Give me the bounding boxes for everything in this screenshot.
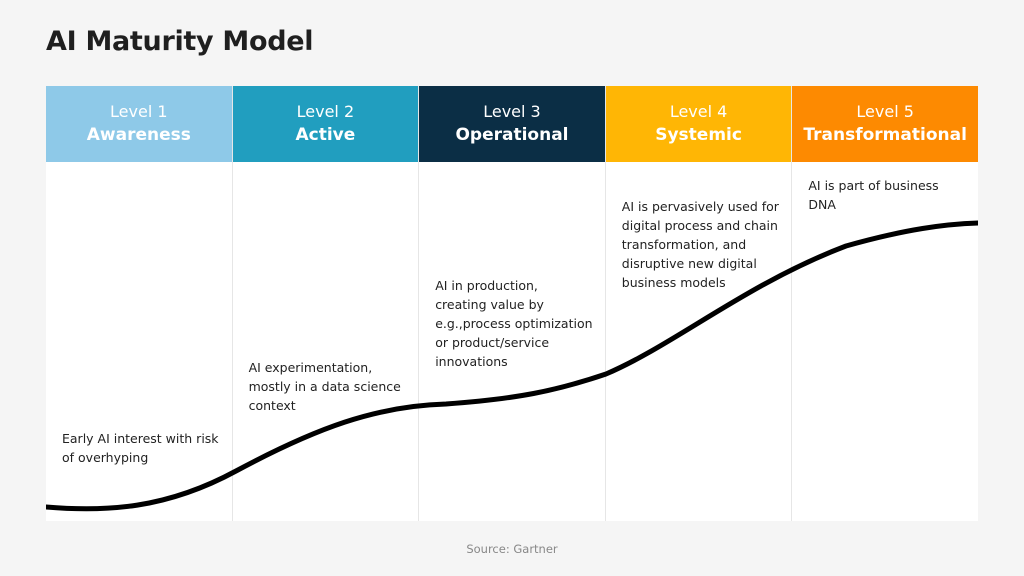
level-description: AI in production, creating value by e.g.… [435,278,593,369]
level-header-2: Level 2 Active [232,86,419,162]
level-description: AI is pervasively used for digital proce… [621,199,779,290]
level-column-3: Level 3 Operational AI in production, cr… [419,86,606,521]
level-name: Systemic [655,125,742,145]
level-column-1: Level 1 Awareness Early AI interest with… [46,86,233,521]
level-description: AI is part of business DNA [808,178,939,212]
level-header-1: Level 1 Awareness [46,86,232,162]
level-column-4: Level 4 Systemic AI is pervasively used … [605,86,793,521]
level-column-2: Level 2 Active AI experimentation, mostl… [232,86,420,521]
level-name: Operational [455,125,569,145]
level-number: Level 4 [669,102,728,121]
level-number: Level 5 [856,102,914,121]
maturity-grid: Level 1 Awareness Early AI interest with… [46,86,978,521]
level-column-5: Level 5 Transformational AI is part of b… [792,86,978,521]
level-number: Level 3 [483,102,541,121]
level-header-5: Level 5 Transformational [792,86,978,162]
level-description: AI experimentation, mostly in a data sci… [248,360,401,413]
level-header-3: Level 3 Operational [419,86,605,162]
level-name: Awareness [86,125,191,145]
level-name: Transformational [803,125,967,145]
page-title: AI Maturity Model [46,26,314,57]
level-name: Active [295,125,356,145]
level-header-4: Level 4 Systemic [605,86,792,162]
level-description: Early AI interest with risk of overhypin… [62,431,219,465]
level-number: Level 2 [296,102,355,121]
source-note: Source: Gartner [466,542,558,556]
level-number: Level 1 [110,102,168,121]
